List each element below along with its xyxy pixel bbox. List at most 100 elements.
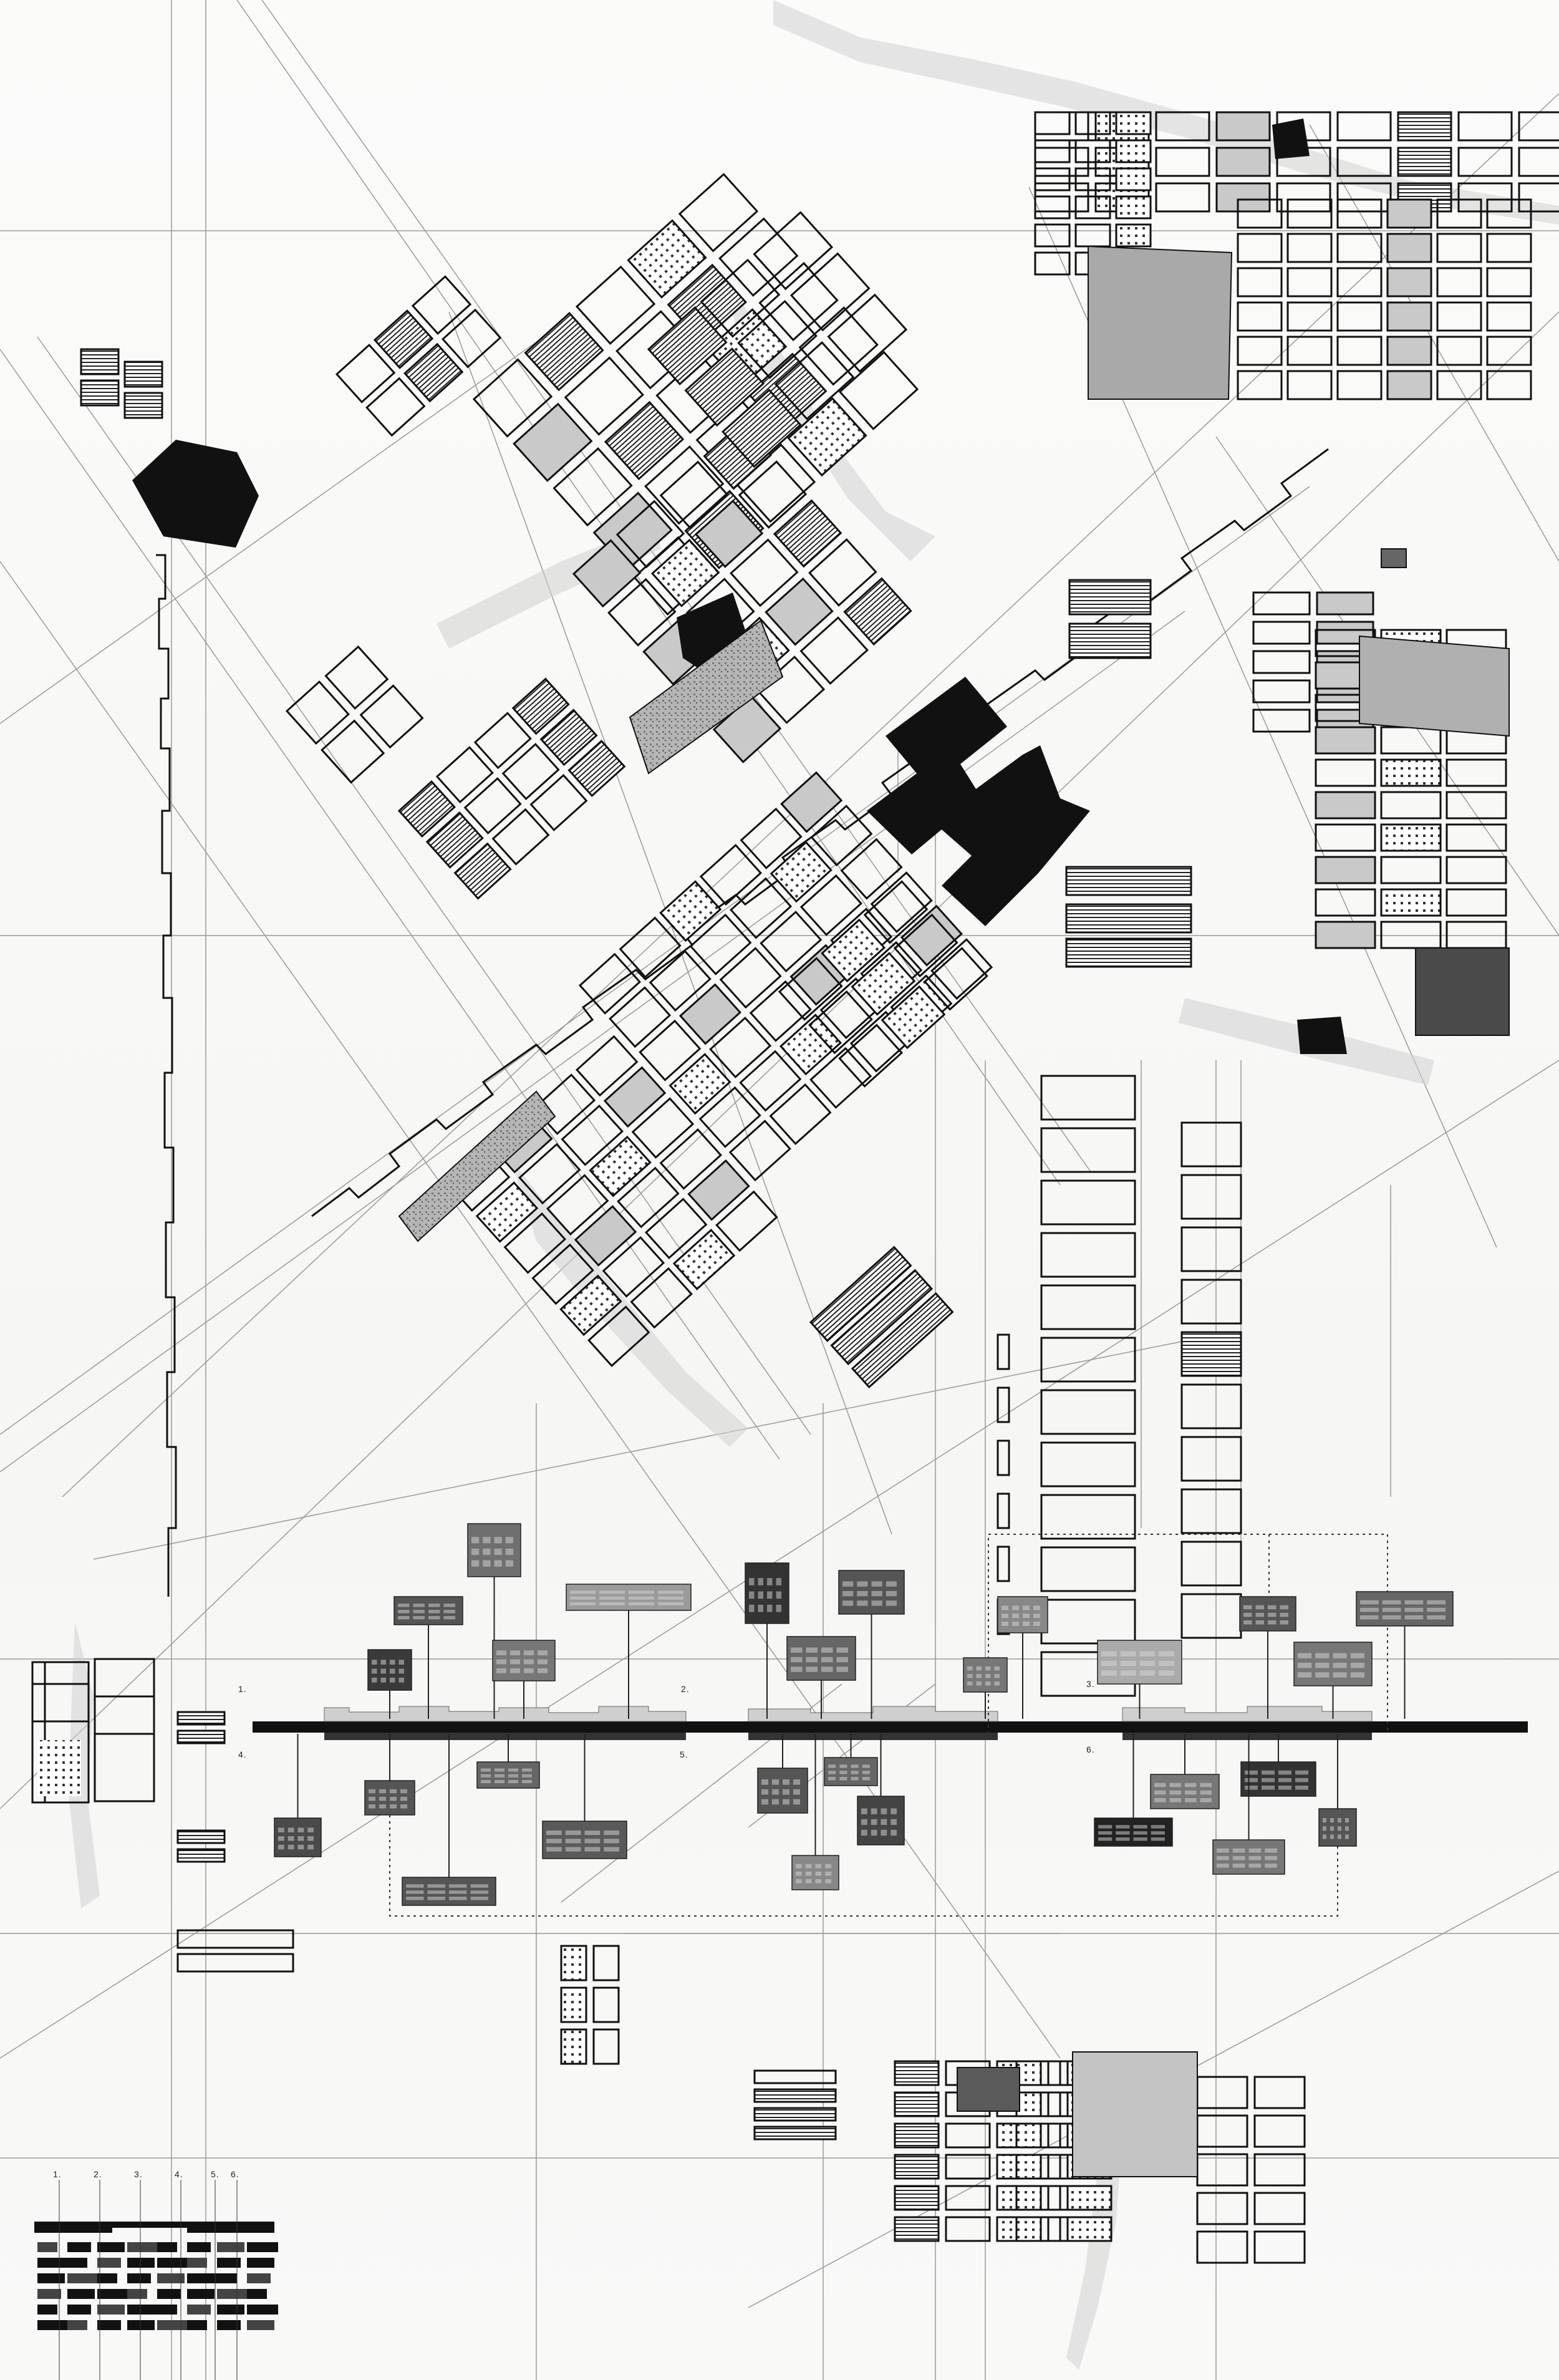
building-window: [851, 1771, 859, 1774]
building-window: [372, 1677, 377, 1683]
city-block: [1436, 370, 1482, 400]
building-window: [524, 1659, 534, 1665]
building-window: [1133, 1837, 1147, 1841]
building-window: [584, 1839, 601, 1844]
building-window: [1169, 1783, 1181, 1787]
city-block: [607, 578, 677, 647]
mid-left-hatched-blocks: [397, 677, 626, 900]
legend-mass-block: [247, 2305, 278, 2315]
city-block: [1336, 182, 1392, 213]
top-left-hatched-blocks: [80, 348, 163, 419]
building-window: [307, 1827, 314, 1832]
building-window: [805, 1864, 812, 1869]
city-block: [1040, 1337, 1136, 1383]
city-block: [1068, 622, 1152, 659]
city-block: [587, 1305, 650, 1367]
city-block: [1436, 301, 1482, 332]
city-block: [689, 913, 752, 975]
dotted-connector-frames: [389, 1534, 1388, 1917]
city-block: [589, 1135, 652, 1197]
city-block: [945, 2185, 991, 2211]
city-block: [1180, 1383, 1242, 1429]
city-block: [1252, 650, 1311, 674]
city-block: [1253, 2230, 1306, 2264]
legend-mass-block: [97, 2258, 121, 2268]
city-block: [324, 645, 389, 710]
legend-mass-block: [97, 2289, 128, 2299]
building-window: [400, 1789, 407, 1794]
city-block: [491, 808, 550, 866]
building-window: [776, 1591, 781, 1599]
building-window: [278, 1844, 284, 1850]
street-label-2: 2.: [681, 1684, 690, 1694]
city-block: [1196, 2153, 1248, 2187]
building-window: [1159, 1651, 1174, 1657]
city-block: [894, 2091, 940, 2117]
building-window: [287, 1836, 294, 1841]
building-window: [1345, 1818, 1349, 1823]
legend-mass-block: [157, 2305, 177, 2315]
legend-mass-block: [67, 2305, 91, 2315]
building-window: [570, 1596, 596, 1600]
building-window: [1382, 1607, 1401, 1612]
legend-mass-block: [37, 2273, 65, 2283]
city-block: [1386, 301, 1432, 332]
building-window: [390, 1804, 397, 1809]
building-window: [772, 1789, 779, 1795]
city-block: [1155, 182, 1210, 213]
building-window: [749, 1578, 755, 1585]
legend-mass-block: [37, 2242, 57, 2252]
city-block: [1040, 1127, 1136, 1173]
building-window: [390, 1677, 395, 1683]
city-block: [808, 538, 877, 607]
legend-mass-block: [217, 2258, 241, 2268]
building-window: [379, 1796, 386, 1801]
bottom-hatched-stack: [753, 2069, 837, 2141]
paper-tear-stains: [69, 0, 1559, 2370]
building-window: [1217, 1848, 1229, 1853]
building-window: [1265, 1855, 1277, 1860]
building-window: [839, 1777, 847, 1781]
building-window: [483, 1537, 491, 1544]
top-right-east-blocks: [1237, 198, 1532, 400]
building-window: [538, 1668, 548, 1673]
building-window: [1248, 1863, 1262, 1868]
city-block: [1034, 139, 1071, 163]
building-window: [758, 1591, 763, 1599]
building-window: [565, 1839, 581, 1844]
building-window: [495, 1779, 504, 1784]
city-block: [1436, 198, 1482, 229]
city-block: [501, 743, 560, 801]
building-window: [851, 1764, 859, 1768]
city-block: [1237, 233, 1283, 263]
city-block: [851, 952, 916, 1016]
building-window: [1101, 1660, 1117, 1666]
legend-mass-block: [127, 2258, 155, 2268]
building-window: [758, 1578, 763, 1585]
city-block: [1253, 2114, 1306, 2148]
city-block: [1252, 591, 1311, 616]
building-window: [828, 1777, 836, 1781]
building-window: [658, 1590, 683, 1594]
building-window: [398, 1610, 410, 1613]
city-block: [1040, 1075, 1136, 1121]
city-block: [373, 309, 434, 369]
building-window: [470, 1897, 488, 1900]
city-block: [738, 460, 808, 529]
city-block: [1215, 147, 1271, 177]
building-window: [861, 1808, 867, 1814]
legend-mass-block: [157, 2320, 188, 2330]
city-block: [425, 811, 484, 869]
city-block: [1180, 1331, 1242, 1377]
building-window: [1315, 1672, 1330, 1678]
building-window: [483, 1560, 491, 1567]
building-window: [307, 1836, 314, 1841]
building-window: [1154, 1783, 1166, 1787]
building-window: [861, 1819, 867, 1826]
building-window: [1298, 1672, 1312, 1678]
city-block: [359, 684, 424, 749]
city-block: [830, 1269, 934, 1366]
building-window: [494, 1548, 502, 1555]
building-window: [783, 1779, 789, 1785]
city-block: [1286, 301, 1333, 332]
